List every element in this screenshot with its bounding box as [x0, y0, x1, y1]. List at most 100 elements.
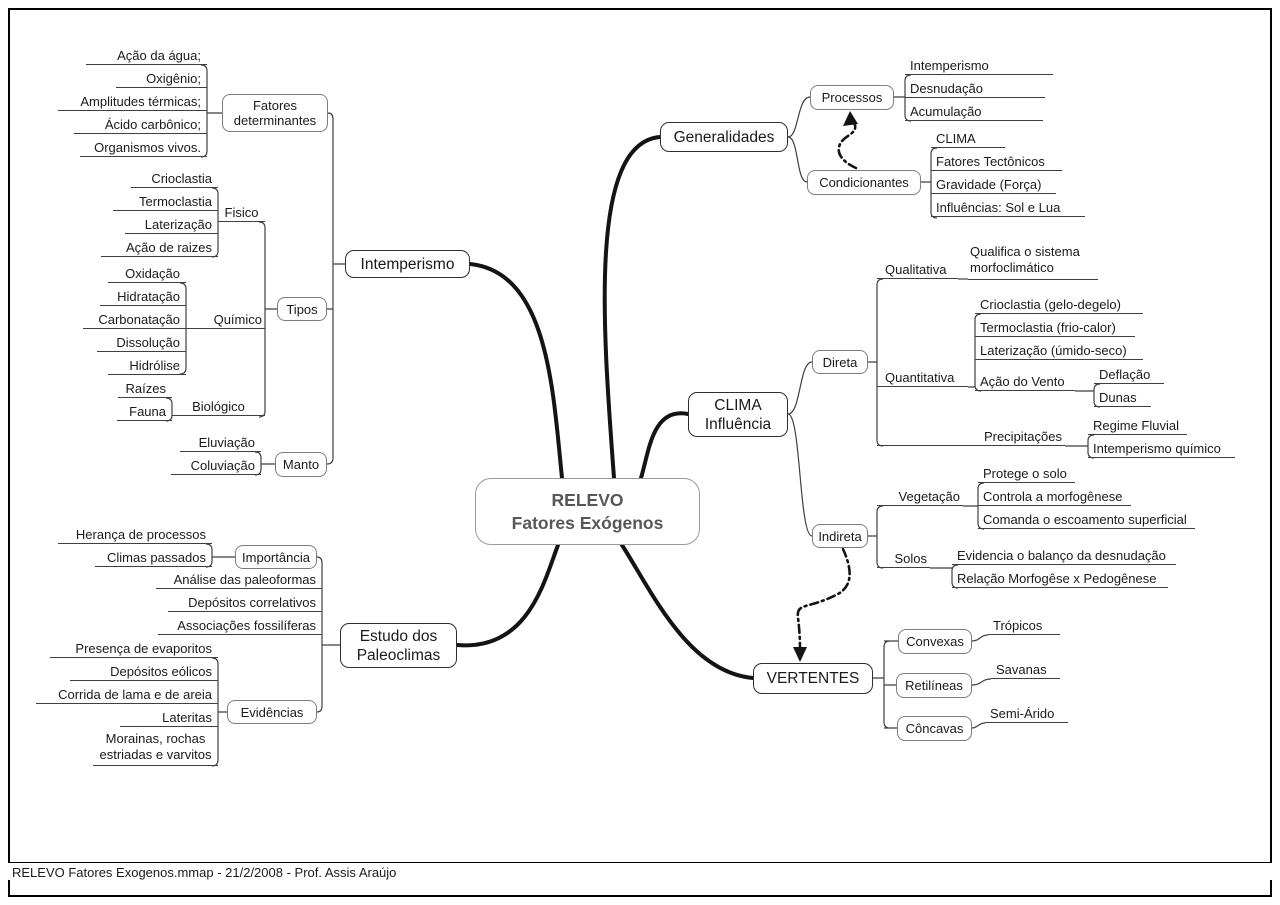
topic-convexas[interactable]: Convexas [898, 629, 972, 654]
topic-amplitudes-termicas[interactable]: Amplitudes térmicas; [58, 93, 207, 111]
topic-laterizacao-umido-seco[interactable]: Laterização (úmido-seco) [975, 342, 1143, 360]
topic-hidrolise[interactable]: Hidrólise [108, 357, 186, 375]
topic-coluviacao[interactable]: Coluviação [171, 457, 261, 475]
topic-oxidacao[interactable]: Oxidação [108, 265, 186, 283]
topic-eluviacao[interactable]: Eluviação [180, 434, 261, 452]
topic-processos[interactable]: Processos [810, 85, 894, 110]
topic-direta[interactable]: Direta [812, 350, 868, 374]
topic-vertentes[interactable]: VERTENTES [753, 663, 873, 694]
topic-analise-das-paleoformas[interactable]: Análise das paleoformas [156, 571, 322, 589]
bracket-intemperismo-main [326, 112, 345, 465]
bracket-condicionantes [921, 147, 938, 219]
topic-depositos-correlativos[interactable]: Depósitos correlativos [168, 594, 322, 612]
topic-deflacao[interactable]: Deflação [1094, 366, 1164, 384]
topic-acao-do-vento[interactable]: Ação do Vento [975, 373, 1075, 391]
topic-quimico[interactable]: Químico [186, 311, 265, 329]
topic-semi-arido[interactable]: Semi-Árido [985, 705, 1068, 723]
topic-protege-o-solo[interactable]: Protege o solo [978, 465, 1075, 483]
bracket-vertentes [873, 640, 898, 729]
footer-caption: RELEVO Fatores Exogenos.mmap - 21/2/2008… [8, 862, 1272, 880]
topic-tropicos[interactable]: Trópicos [988, 617, 1060, 635]
topic-crioclastia-gelo-degelo[interactable]: Crioclastia (gelo-degelo) [975, 296, 1143, 314]
topic-heranca-de-processos[interactable]: Herança de processos [58, 526, 212, 544]
topic-raizes[interactable]: Raízes [118, 380, 172, 398]
arrow-condicionantes-processos [837, 117, 858, 170]
topic-influencias-sol-e-lua[interactable]: Influências: Sol e Lua [931, 199, 1085, 217]
topic-dunas[interactable]: Dunas [1094, 389, 1151, 407]
topic-acumulacao[interactable]: Acumulação [905, 103, 1043, 121]
topic-fatores-determinantes[interactable]: Fatores determinantes [222, 94, 328, 132]
topic-comanda-escoamento[interactable]: Comanda o escoamento superficial [978, 511, 1195, 529]
topic-generalidades[interactable]: Generalidades [660, 122, 788, 152]
page-border [8, 8, 1272, 897]
topic-presenca-de-evaporitos[interactable]: Presença de evaporitos [50, 640, 218, 658]
topic-crioclastia[interactable]: Crioclastia [131, 170, 218, 188]
topic-indireta[interactable]: Indireta [812, 524, 868, 548]
topic-regime-fluvial[interactable]: Regime Fluvial [1088, 417, 1187, 435]
arrowhead-up-icon [843, 111, 858, 126]
brace-clima [787, 361, 813, 537]
topic-relacao-morfogese-pedogenese[interactable]: Relação Morfogêse x Pedogênese [952, 570, 1168, 588]
topic-dissolucao[interactable]: Dissolução [97, 334, 186, 352]
topic-controla-morfogenese[interactable]: Controla a morfogênese [978, 488, 1131, 506]
topic-qualitativa[interactable]: Qualitativa [877, 261, 958, 279]
topic-condicionantes[interactable]: Condicionantes [807, 170, 921, 195]
topic-intemperismo[interactable]: Intemperismo [345, 250, 470, 278]
topic-gravidade-forca[interactable]: Gravidade (Força) [931, 176, 1056, 194]
topic-precipitacoes[interactable]: Precipitações [877, 428, 1065, 446]
topic-acido-carbonico[interactable]: Ácido carbônico; [74, 116, 207, 134]
topic-oxigenio[interactable]: Oxigênio; [116, 70, 207, 88]
topic-fauna[interactable]: Fauna [117, 403, 172, 421]
topic-qualifica-sistema[interactable]: Qualifica o sistema morfoclimático [968, 244, 1098, 280]
topic-acao-da-agua[interactable]: Ação da água; [86, 47, 207, 65]
branch-generalidades [602, 135, 662, 480]
topic-organismos-vivos[interactable]: Organismos vivos. [80, 139, 207, 157]
topic-vegetacao[interactable]: Vegetação [877, 488, 963, 506]
arrow-indireta-vertentes [796, 547, 851, 653]
topic-evidencia-balanco[interactable]: Evidencia o balanço da desnudação [952, 547, 1176, 565]
topic-morainas[interactable]: Morainas, rochas estriadas e varvitos [93, 731, 218, 766]
topic-fisico[interactable]: Fisico [218, 204, 265, 222]
topic-lateritas[interactable]: Lateritas [120, 709, 218, 727]
topic-biologico[interactable]: Biológico [172, 398, 265, 416]
topic-carbonatacao[interactable]: Carbonatação [83, 311, 186, 329]
topic-quantitativa[interactable]: Quantitativa [877, 369, 968, 387]
topic-manto[interactable]: Manto [275, 452, 327, 477]
branch-vertentes [620, 543, 755, 680]
topic-termoclastia[interactable]: Termoclastia [113, 193, 218, 211]
branch-clima [639, 411, 690, 480]
topic-clima-influencia[interactable]: CLIMA Influência [688, 392, 788, 437]
topic-corrida-de-lama[interactable]: Corrida de lama e de areia [36, 686, 218, 704]
bracket-direta [868, 278, 884, 447]
topic-tipos[interactable]: Tipos [277, 297, 327, 321]
topic-fatores-tectonicos[interactable]: Fatores Tectônicos [931, 153, 1062, 171]
topic-depositos-eolicos[interactable]: Depósitos eólicos [70, 663, 218, 681]
topic-laterizacao[interactable]: Laterização [125, 216, 218, 234]
topic-hidratacao[interactable]: Hidratação [100, 288, 186, 306]
connector-savanas [971, 678, 992, 686]
topic-evidencias[interactable]: Evidências [227, 700, 317, 724]
topic-savanas[interactable]: Savanas [991, 661, 1060, 679]
central-topic-relevo[interactable]: RELEVO Fatores Exógenos [475, 478, 700, 545]
topic-termoclastia-frio-calor[interactable]: Termoclastia (frio-calor) [975, 319, 1135, 337]
topic-intemperismo-quimico[interactable]: Intemperismo químico [1088, 440, 1235, 458]
topic-concavas[interactable]: Côncavas [897, 716, 972, 741]
branch-intemperismo [468, 262, 564, 480]
brace-generalidades [787, 96, 811, 183]
topic-climas-passados[interactable]: Climas passados [95, 549, 212, 567]
branch-paleoclimas [455, 543, 560, 648]
topic-associacoes-fossiliferas[interactable]: Associações fossilíferas [158, 617, 322, 635]
topic-estudo-paleoclimas[interactable]: Estudo dos Paleoclimas [340, 623, 457, 668]
topic-importancia[interactable]: Importância [235, 545, 317, 569]
topic-retilineas[interactable]: Retilíneas [896, 673, 972, 698]
topic-solos[interactable]: Solos [877, 550, 930, 568]
connector-semi-arido [971, 722, 986, 729]
bracket-paleoclimas-main [316, 556, 340, 713]
topic-acao-de-raizes[interactable]: Ação de raizes [101, 239, 218, 257]
arrowhead-down-icon [793, 647, 807, 662]
topic-desnudacao[interactable]: Desnudação [905, 80, 1045, 98]
topic-clima-condicionante[interactable]: CLIMA [931, 130, 1005, 148]
topic-processos-intemperismo[interactable]: Intemperismo [905, 57, 1053, 75]
